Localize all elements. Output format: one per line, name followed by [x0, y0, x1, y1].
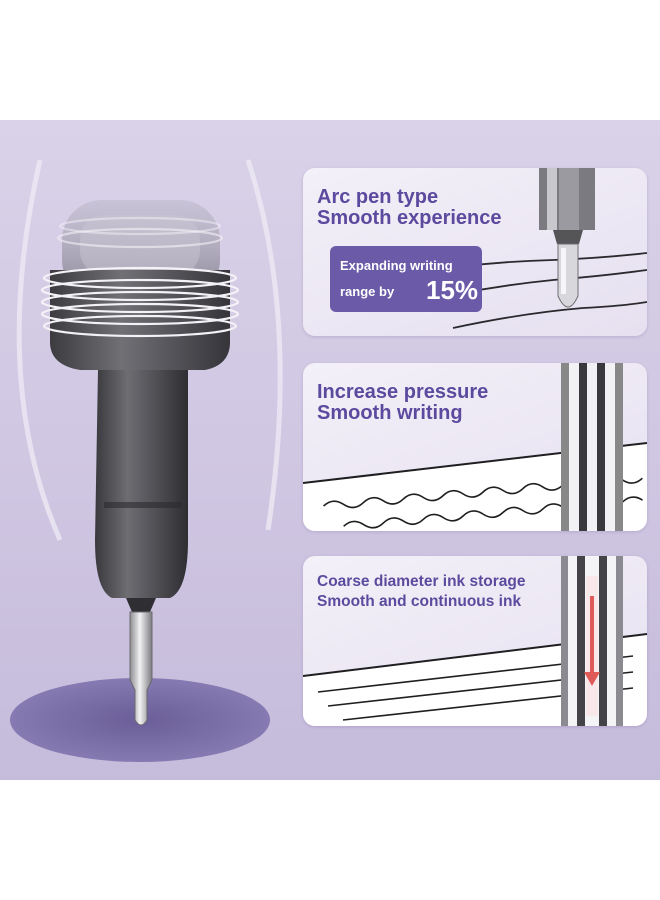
- feature-subtitle: Smooth experience: [317, 207, 502, 229]
- spring-icon: [40, 216, 240, 338]
- badge-value: 15%: [426, 275, 479, 305]
- paper-wave-graphic: [303, 363, 647, 531]
- pen-refill-icon: [539, 168, 595, 308]
- writing-lines-graphic: [332, 168, 647, 329]
- badge-text: range by: [340, 284, 395, 299]
- arrow-down-icon: [584, 596, 600, 686]
- feature-card-arc-pen: Arc pen type Smooth experience Expanding…: [303, 168, 647, 336]
- paper-lines-graphic: [303, 556, 647, 726]
- feature-subtitle: Smooth writing: [317, 402, 463, 424]
- feature-card-pressure: Increase pressure Smooth writing: [303, 363, 647, 531]
- range-badge: Expanding writing range by 15%: [330, 246, 482, 312]
- pen-refill-illustration: [10, 159, 283, 762]
- feature-title: Increase pressure: [317, 381, 489, 403]
- product-banner: Arc pen type Smooth experience Expanding…: [0, 120, 660, 780]
- pen-refill-icon: [561, 363, 623, 531]
- feature-title: Arc pen type: [317, 186, 439, 208]
- badge-text: Expanding writing: [340, 258, 453, 273]
- feature-title: Coarse diameter ink storage: [317, 573, 526, 590]
- feature-subtitle: Smooth and continuous ink: [317, 593, 522, 610]
- feature-card-ink-storage: Coarse diameter ink storage Smooth and c…: [303, 556, 647, 726]
